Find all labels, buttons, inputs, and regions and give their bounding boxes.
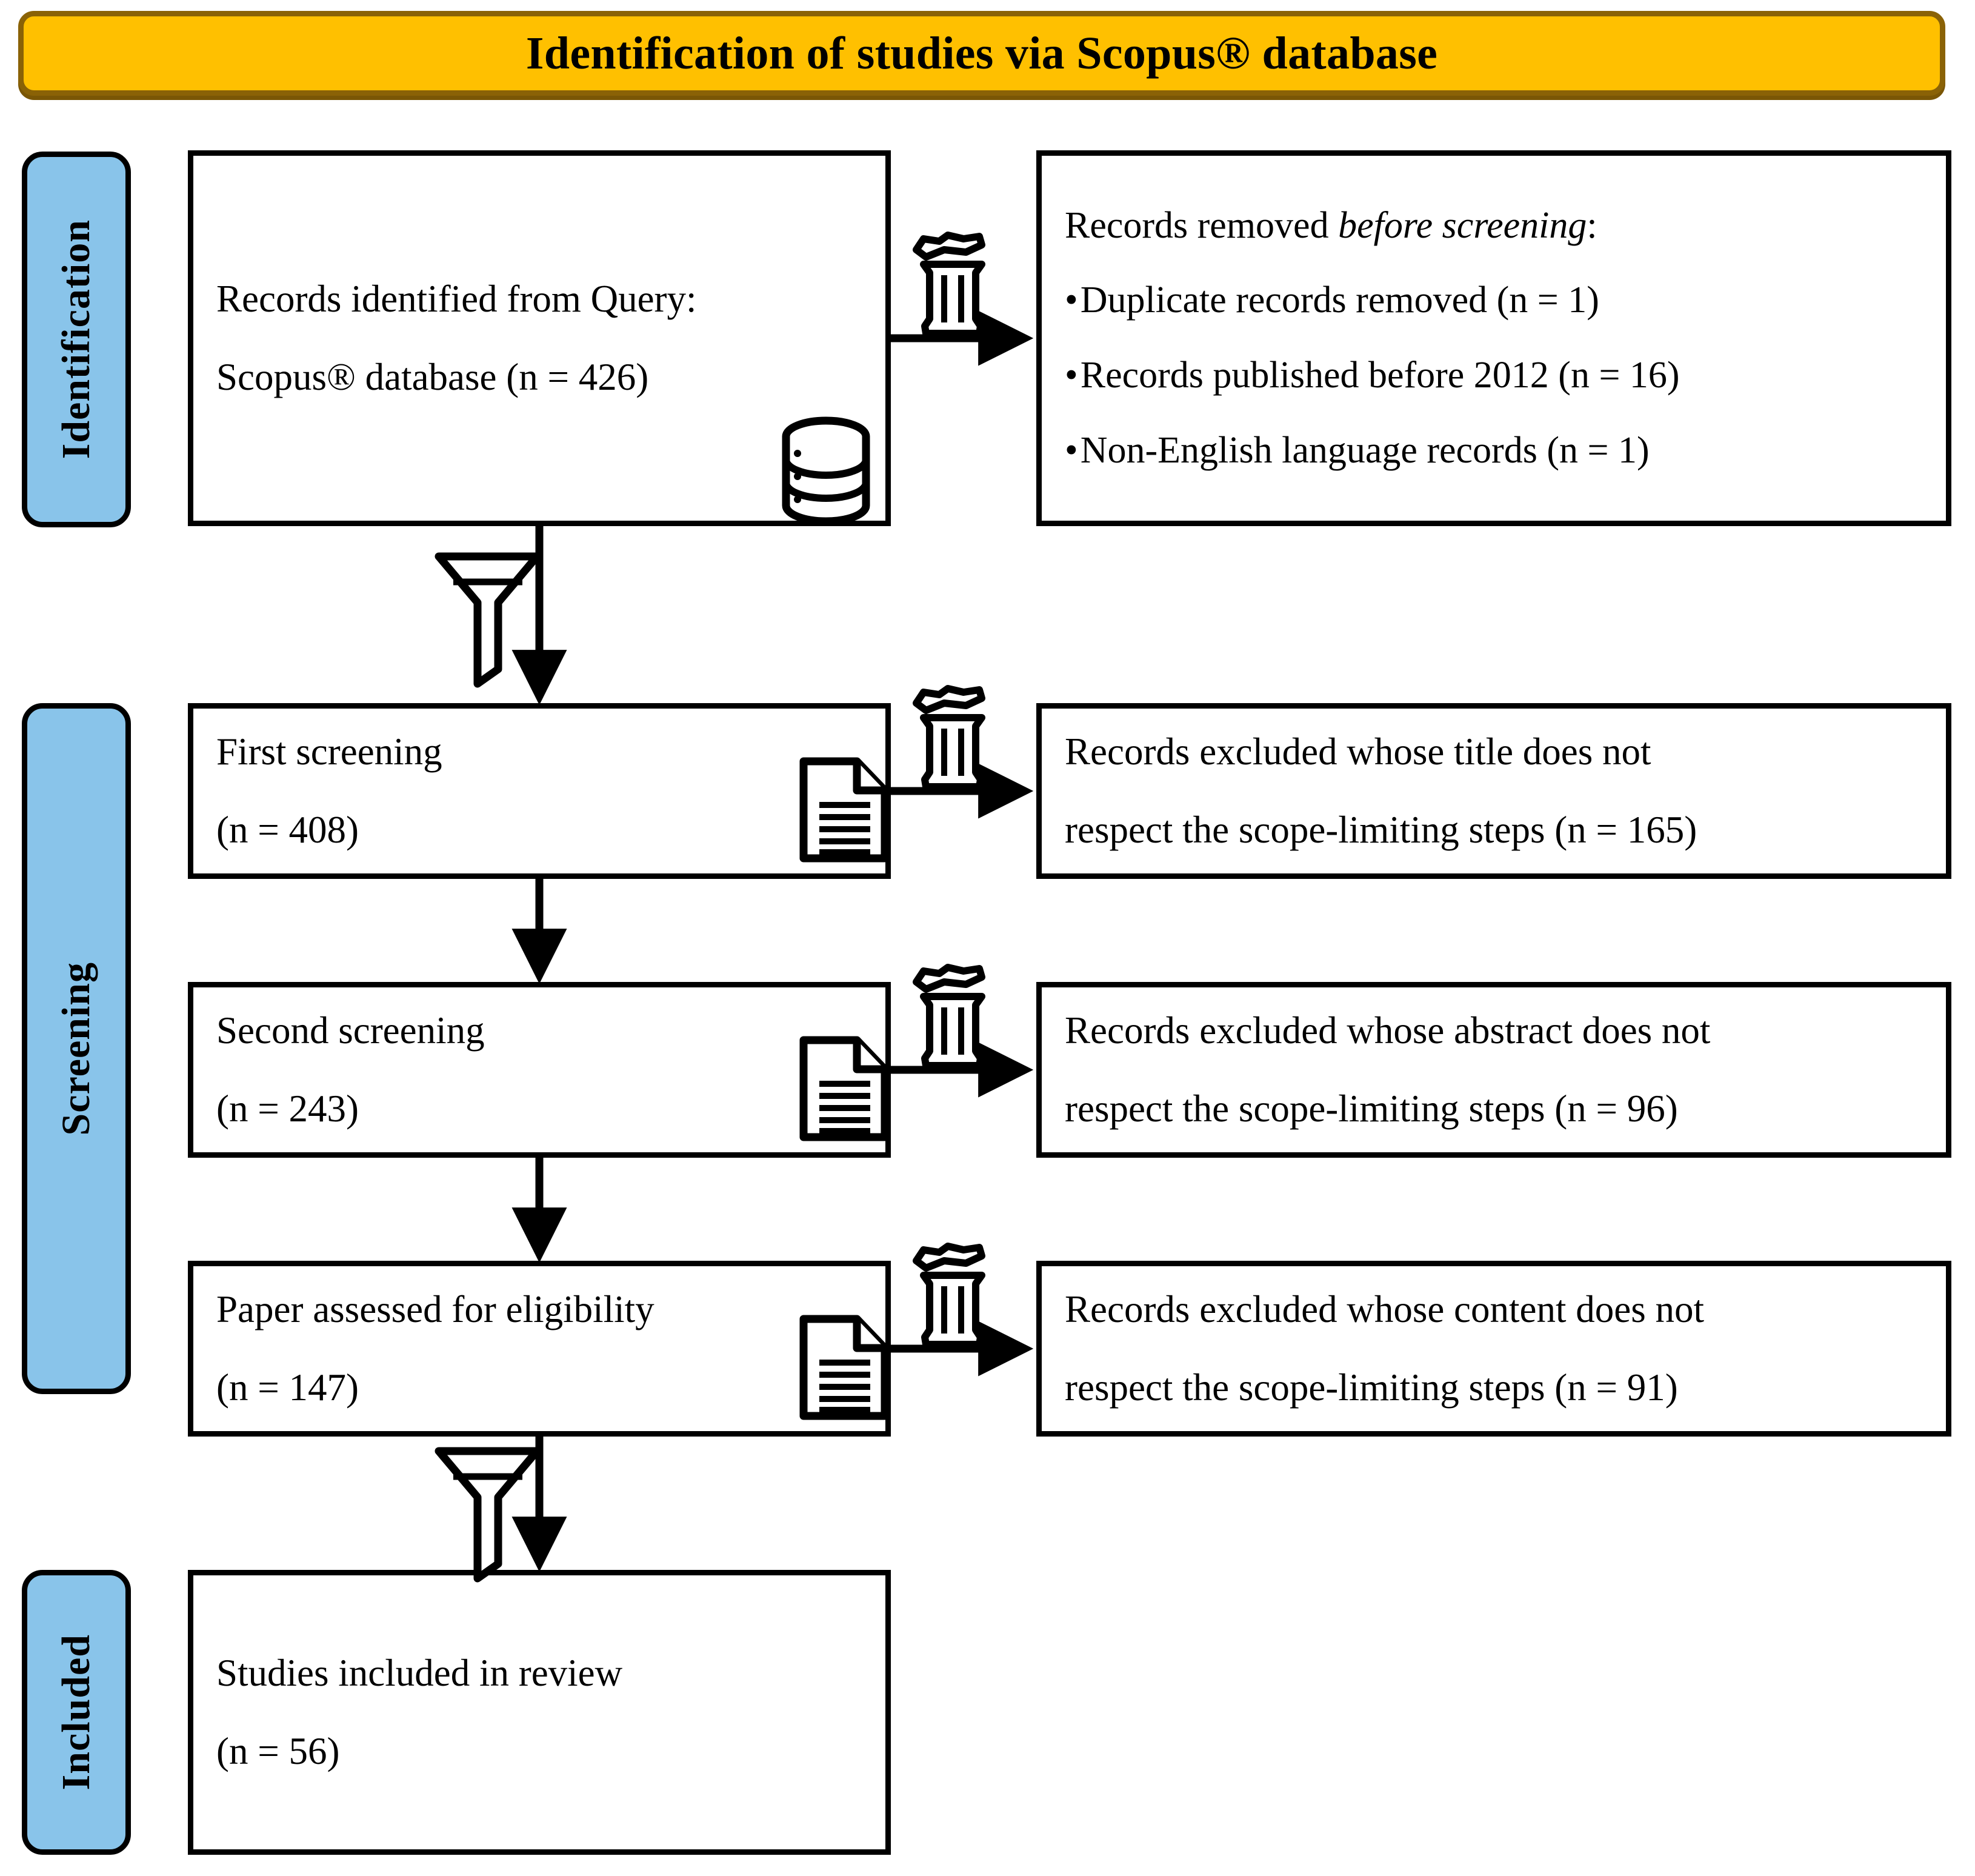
eligibility-count: (n = 147)	[216, 1366, 359, 1409]
list-item: •Non-English language records (n = 1)	[1065, 429, 1923, 471]
studies-included-count: (n = 56)	[216, 1730, 340, 1772]
excluded-title-line1: Records excluded whose title does not	[1065, 730, 1651, 773]
stage-label-identification-text: Identification	[54, 219, 98, 459]
records-identified-line2: Scopus® database (n = 426)	[216, 356, 649, 398]
excluded-content-line1: Records excluded whose content does not	[1065, 1288, 1704, 1331]
trash-icon	[913, 685, 985, 790]
records-removed-heading-italic: before screening	[1338, 204, 1587, 246]
records-removed-heading-suffix: :	[1587, 204, 1597, 246]
first-screening-line1: First screening	[216, 730, 442, 773]
bullet-glyph: •	[1065, 429, 1078, 471]
records-identified-line1: Records identified from Query:	[216, 278, 697, 321]
trash-icon	[913, 964, 985, 1069]
list-item: •Duplicate records removed (n = 1)	[1065, 281, 1923, 321]
node-excluded-content: Records excluded whose content does not …	[1036, 1261, 1951, 1437]
node-excluded-abstract: Records excluded whose abstract does not…	[1036, 982, 1951, 1158]
excluded-abstract-line2: respect the scope-limiting steps (n = 96…	[1065, 1087, 1678, 1130]
stage-label-screening: Screening	[22, 703, 131, 1394]
node-records-identified: Records identified from Query: Scopus® d…	[188, 150, 891, 526]
funnel-icon	[435, 1447, 541, 1583]
stage-label-included: Included	[22, 1570, 131, 1855]
list-item: •Records published before 2012 (n = 16)	[1065, 355, 1923, 396]
node-second-screening: Second screening (n = 243)	[188, 982, 891, 1158]
node-eligibility: Paper assessed for eligibility (n = 147)	[188, 1261, 891, 1437]
node-records-removed: Records removed before screening: •Dupli…	[1036, 150, 1951, 526]
node-excluded-title: Records excluded whose title does not re…	[1036, 703, 1951, 879]
excluded-abstract-line1: Records excluded whose abstract does not	[1065, 1009, 1711, 1052]
eligibility-line1: Paper assessed for eligibility	[216, 1288, 654, 1331]
first-screening-count: (n = 408)	[216, 809, 359, 851]
records-removed-bullet-2: Records published before 2012 (n = 16)	[1080, 355, 1680, 396]
stage-label-included-text: Included	[54, 1634, 98, 1791]
excluded-title-line2: respect the scope-limiting steps (n = 16…	[1065, 809, 1697, 851]
records-removed-heading-prefix: Records removed	[1065, 204, 1339, 246]
funnel-icon	[435, 552, 541, 688]
studies-included-line1: Studies included in review	[216, 1652, 623, 1695]
stage-label-screening-text: Screening	[54, 961, 98, 1136]
records-removed-bullet-1: Duplicate records removed (n = 1)	[1080, 279, 1599, 321]
second-screening-count: (n = 243)	[216, 1087, 359, 1130]
bullet-glyph: •	[1065, 355, 1078, 396]
second-screening-line1: Second screening	[216, 1009, 485, 1052]
node-studies-included: Studies included in review (n = 56)	[188, 1570, 891, 1855]
excluded-content-line2: respect the scope-limiting steps (n = 91…	[1065, 1366, 1678, 1409]
bullet-glyph: •	[1065, 279, 1078, 321]
records-removed-heading: Records removed before screening:	[1065, 204, 1923, 246]
diagram-title-banner: Identification of studies via Scopus® da…	[18, 11, 1945, 96]
stage-label-identification: Identification	[22, 152, 131, 527]
trash-icon	[913, 232, 985, 337]
records-removed-bullet-3: Non-English language records (n = 1)	[1080, 429, 1650, 471]
page-title: Identification of studies via Scopus® da…	[525, 27, 1438, 79]
trash-icon	[913, 1243, 985, 1348]
node-first-screening: First screening (n = 408)	[188, 703, 891, 879]
